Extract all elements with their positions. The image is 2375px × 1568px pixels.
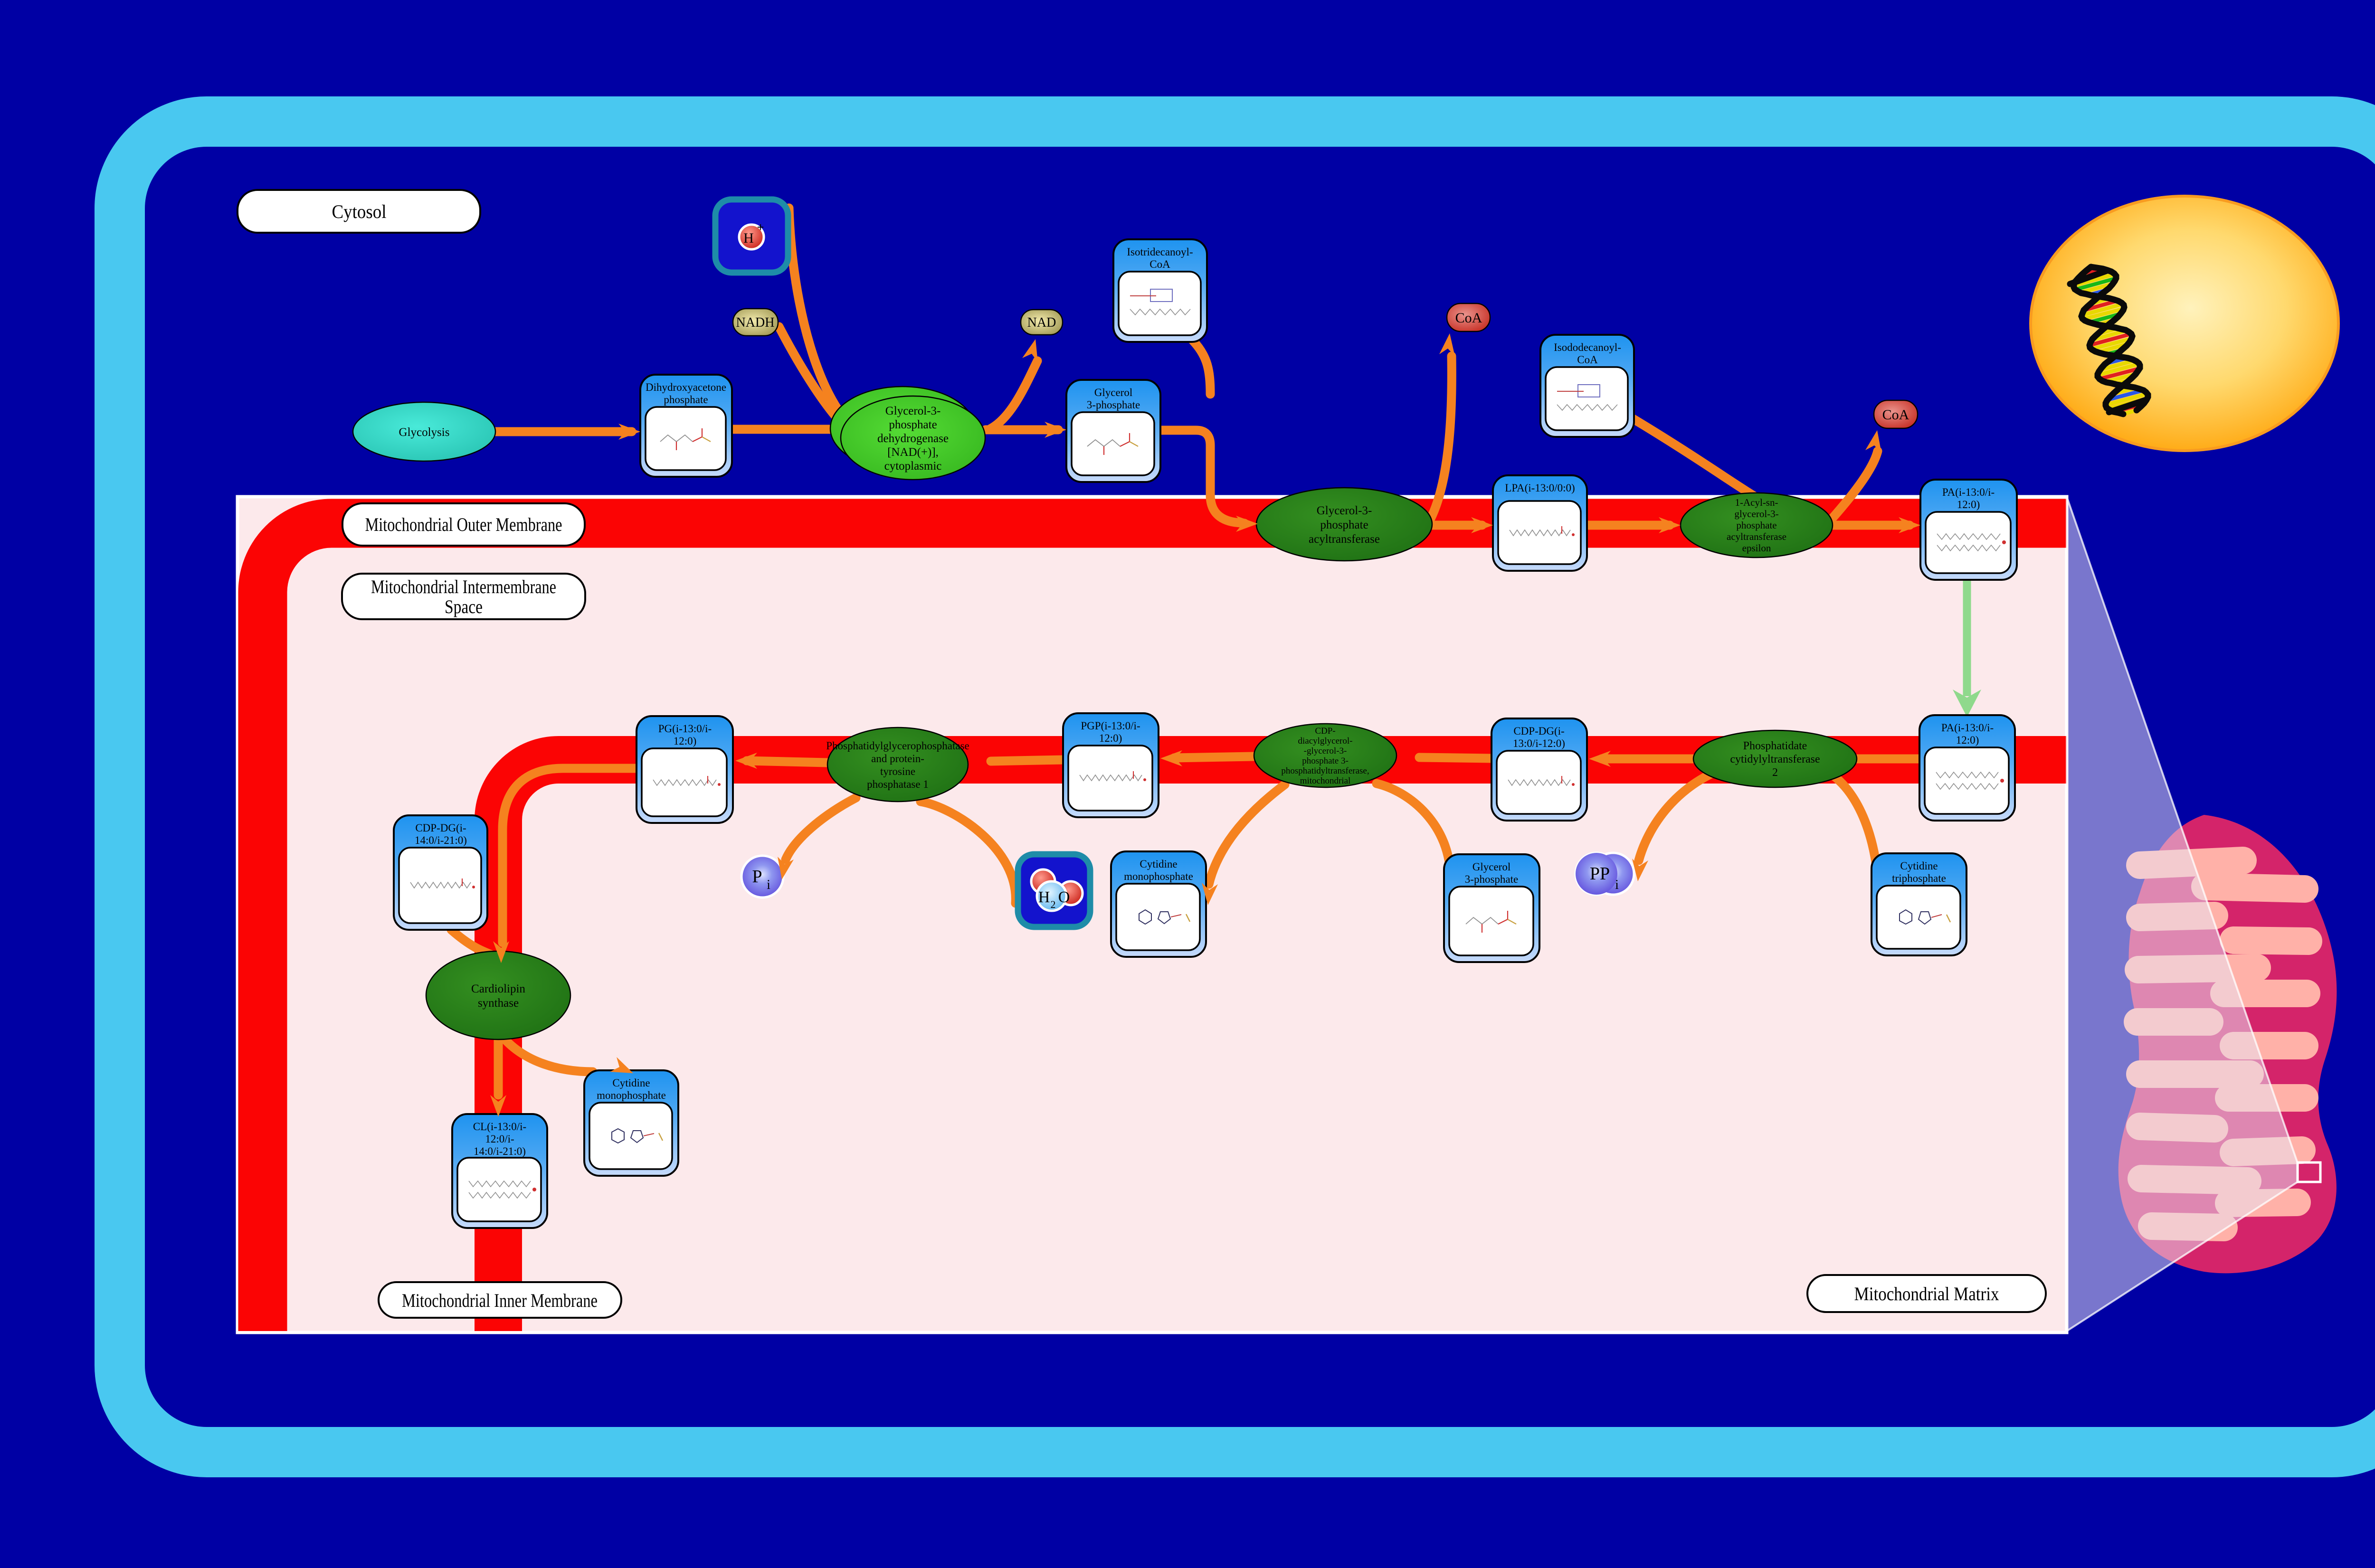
svg-text:CL(i-13:0/i-12:0/i-14:0/i-21:0: CL(i-13:0/i-12:0/i-14:0/i-21:0) (473, 1121, 526, 1157)
svg-text:+: + (757, 220, 764, 234)
svg-text:CDP-diacylglycerol--glycerol-3: CDP-diacylglycerol--glycerol-3-phosphate… (1281, 726, 1369, 786)
svg-text:1-Acyl-sn-glycerol-3-phosphate: 1-Acyl-sn-glycerol-3-phosphateacyltransf… (1727, 497, 1786, 554)
svg-text:2: 2 (1051, 898, 1056, 910)
svg-text:Mitochondrial Inner Membrane: Mitochondrial Inner Membrane (402, 1290, 598, 1311)
svg-text:CDP-DG(i-14:0/i-21:0): CDP-DG(i-14:0/i-21:0) (415, 822, 467, 846)
svg-text:i: i (767, 878, 770, 892)
svg-text:Isotridecanoyl-CoA: Isotridecanoyl-CoA (1127, 246, 1193, 270)
svg-text:PGP(i-13:0/i-12:0): PGP(i-13:0/i-12:0) (1081, 720, 1140, 744)
svg-text:H: H (1038, 888, 1050, 906)
svg-text:Space: Space (445, 596, 483, 617)
svg-text:CoA: CoA (1882, 407, 1910, 423)
svg-text:LPA(i-13:0/0:0): LPA(i-13:0/0:0) (1505, 482, 1575, 494)
svg-text:CoA: CoA (1455, 310, 1482, 326)
svg-text:Mitochondrial Intermembrane: Mitochondrial Intermembrane (371, 576, 556, 597)
svg-text:H: H (743, 230, 754, 246)
svg-text:Mitochondrial Matrix: Mitochondrial Matrix (1854, 1283, 1999, 1304)
svg-text:P: P (752, 867, 762, 887)
svg-text:Cytosol: Cytosol (332, 201, 387, 222)
svg-text:Isododecanoyl-CoA: Isododecanoyl-CoA (1554, 341, 1621, 366)
svg-text:CDP-DG(i-13:0/i-12:0): CDP-DG(i-13:0/i-12:0) (1513, 725, 1565, 749)
svg-text:i: i (1615, 878, 1619, 892)
svg-text:NADH: NADH (736, 315, 775, 330)
svg-text:PP: PP (1590, 864, 1610, 884)
svg-text:PG(i-13:0/i-12:0): PG(i-13:0/i-12:0) (658, 723, 712, 747)
svg-text:Mitochondrial Outer Membrane: Mitochondrial Outer Membrane (365, 514, 562, 535)
svg-text:O: O (1058, 888, 1070, 906)
svg-text:PA(i-13:0/i-12:0): PA(i-13:0/i-12:0) (1941, 722, 1994, 746)
svg-text:Glycolysis: Glycolysis (399, 426, 450, 439)
svg-text:PA(i-13:0/i-12:0): PA(i-13:0/i-12:0) (1942, 486, 1995, 510)
svg-text:NAD: NAD (1027, 315, 1056, 330)
